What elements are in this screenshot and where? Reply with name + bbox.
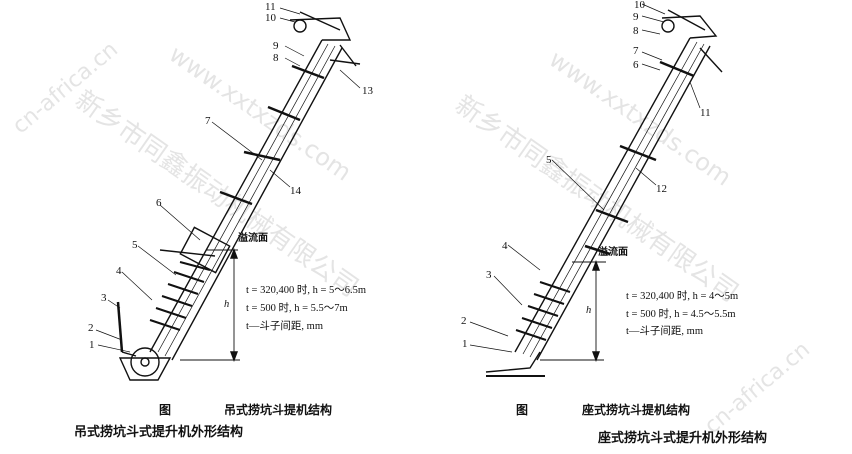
left-formula-3: t—斗子间距, mm (246, 321, 324, 332)
right-label-12: 12 (656, 183, 667, 195)
left-label-9: 9 (273, 40, 279, 52)
right-formula-3: t—斗子间距, mm (626, 326, 704, 337)
right-caption: 座式捞坑斗式提升机外形结构 (598, 431, 768, 446)
left-label-4: 4 (116, 265, 122, 277)
right-fig-prefix: 图 (516, 403, 529, 417)
right-label-7: 7 (633, 45, 639, 57)
left-label-7: 7 (205, 115, 211, 127)
left-elevator-body (95, 7, 361, 381)
right-fig-title: 座式捞坑斗提机结构 (582, 403, 691, 417)
left-fig-prefix: 图 (159, 403, 172, 417)
right-label-4: 4 (502, 240, 508, 252)
left-label-1: 1 (89, 339, 95, 351)
left-label-13: 13 (362, 85, 373, 97)
right-formula-2: t = 500 时, h = 4.5～5.5m (626, 309, 736, 320)
left-label-2: 2 (88, 322, 94, 334)
left-caption: 吊式捞坑斗式提升机外形结构 (74, 425, 244, 440)
right-label-3: 3 (486, 269, 492, 281)
right-elevator-body (469, 3, 723, 377)
right-label-11: 11 (700, 107, 711, 119)
left-label-5: 5 (132, 239, 138, 251)
right-h-label: h (586, 305, 592, 316)
left-fig-title: 吊式捞坑斗提机结构 (224, 403, 333, 417)
left-label-6: 6 (156, 197, 162, 209)
left-label-14: 14 (290, 185, 301, 197)
left-label-10: 10 (265, 12, 276, 24)
left-h-label: h (224, 299, 230, 310)
right-label-9: 9 (633, 11, 639, 23)
left-formula-2: t = 500 时, h = 5.5～7m (246, 303, 348, 314)
right-label-2: 2 (461, 315, 467, 327)
right-label-5: 5 (546, 154, 552, 166)
right-label-1: 1 (462, 338, 468, 350)
right-label-8: 8 (633, 25, 639, 37)
right-label-10: 10 (634, 0, 645, 11)
left-label-8: 8 (273, 52, 279, 64)
left-label-3: 3 (101, 292, 107, 304)
right-label-6: 6 (633, 59, 639, 71)
left-overflow-label: 溢流面 (238, 233, 268, 244)
right-formula-1: t = 320,400 时, h = 4～5m (626, 291, 739, 302)
right-overflow-label: 溢流面 (598, 247, 628, 258)
left-formula-1: t = 320,400 时, h = 5～6.5m (246, 285, 367, 296)
left-label-11: 11 (265, 1, 276, 13)
